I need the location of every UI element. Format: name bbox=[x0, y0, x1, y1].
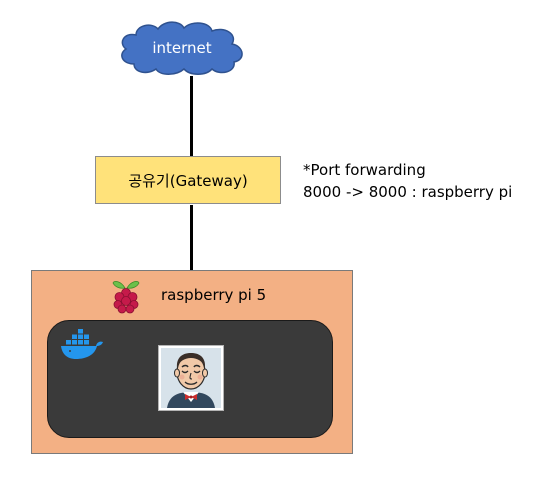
raspberry-pi-icon bbox=[111, 279, 141, 315]
docker-icon bbox=[60, 327, 104, 361]
port-forwarding-title: *Port forwarding bbox=[303, 161, 426, 179]
cloud-icon bbox=[121, 21, 243, 75]
internet-label: internet bbox=[152, 39, 212, 57]
connector-gateway-raspberry-pi bbox=[190, 205, 193, 270]
jenkins-icon bbox=[161, 348, 221, 408]
gateway-box: 공유기(Gateway) bbox=[95, 156, 281, 204]
raspberry-pi-title: raspberry pi 5 bbox=[161, 286, 267, 304]
jenkins-tile bbox=[158, 345, 224, 411]
gateway-label: 공유기(Gateway) bbox=[128, 171, 248, 190]
connector-internet-gateway bbox=[190, 76, 193, 156]
port-forwarding-rule: 8000 -> 8000 : raspberry pi bbox=[303, 183, 513, 201]
port-forwarding-note: *Port forwarding 8000 -> 8000 : raspberr… bbox=[303, 159, 512, 203]
internet-cloud: internet bbox=[112, 18, 252, 78]
